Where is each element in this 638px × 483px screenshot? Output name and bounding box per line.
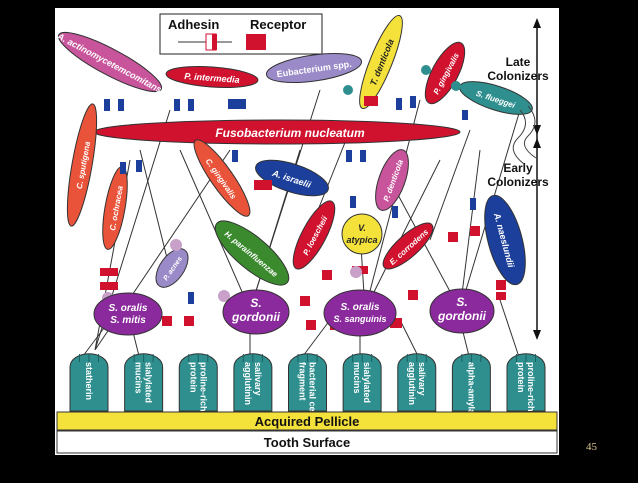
receptor-shape — [124, 353, 164, 412]
svg-text:gordonii: gordonii — [437, 309, 487, 323]
receptor-shape — [178, 353, 218, 412]
receptor-label: salivaryagglutinin — [243, 362, 263, 405]
receptor-label: sialylatedmucins — [134, 362, 154, 403]
axis-arrow-mid-up-icon — [533, 138, 541, 148]
svg-text:S. oralis: S. oralis — [109, 303, 148, 314]
receptor-column: salivaryagglutinin — [397, 353, 437, 412]
receptor-column: sialylatedmucins — [342, 353, 382, 412]
bacteria-early: S. oralis S. mitis S. gordonii S. oralis… — [93, 288, 495, 337]
legend: Adhesin Receptor — [159, 13, 323, 55]
early-label-1: Early — [503, 161, 533, 175]
receptor-label: proline-richprotein — [188, 362, 208, 412]
receptor-shape — [451, 353, 491, 412]
svg-text:V.: V. — [358, 223, 366, 233]
a-israelii: A. israelii — [255, 159, 329, 197]
s-oralis-s-mitis: S. oralis S. mitis — [93, 292, 163, 336]
p-denticola: P. denticola — [375, 149, 409, 211]
s-gordonii-1: S. gordonii — [222, 289, 290, 335]
receptor-label: salivaryagglutinin — [407, 362, 427, 405]
receptor-column: salivaryagglutinin — [233, 353, 273, 412]
svg-text:S. mitis: S. mitis — [110, 315, 146, 326]
acquired-pellicle-label: Acquired Pellicle — [255, 414, 360, 429]
receptor-column: alpha-amylase — [451, 353, 491, 424]
s-flueggei: S. flueggei — [459, 81, 533, 115]
receptor-column: proline-richprotein — [506, 353, 546, 412]
receptor-column: sialylatedmucins — [124, 353, 164, 412]
colonizer-axis: Late Colonizers Early Colonizers — [487, 18, 549, 340]
s-gordonii-2: S. gordonii — [429, 288, 495, 334]
legend-adhesin-label: Adhesin — [168, 17, 219, 32]
flagella — [512, 105, 537, 165]
svg-text:S. sanguinis: S. sanguinis — [333, 314, 386, 324]
svg-text:S.: S. — [456, 295, 467, 309]
axis-arrow-top-icon — [533, 18, 541, 28]
svg-text:P. intermedia: P. intermedia — [184, 71, 240, 85]
v-atypica: V. atypica — [341, 213, 383, 255]
legend-box — [159, 13, 323, 55]
axis-arrow-mid-down-icon — [533, 125, 541, 135]
p-acnes: P. acnes — [155, 248, 189, 288]
p-intermedia: P. intermedia — [165, 66, 259, 88]
axis-arrow-bottom-icon — [533, 330, 541, 340]
svg-text:S. oralis: S. oralis — [341, 302, 380, 313]
pellicle-receptors: statherin sialylatedmucins proline-richpro… — [69, 353, 546, 424]
receptor-shape — [69, 353, 109, 412]
eubacterium-spp: Eubacterium spp. — [265, 52, 363, 84]
receptor-label: alpha-amylase — [466, 362, 476, 424]
receptor-column: proline-richprotein — [178, 353, 218, 412]
tooth-surface-band — [56, 430, 558, 454]
svg-text:S.: S. — [250, 296, 261, 310]
late-label-2: Colonizers — [487, 69, 549, 83]
receptor-column: statherin — [69, 353, 109, 412]
c-sputigena: C. sputigena — [66, 103, 98, 227]
receptor-shape — [506, 353, 546, 412]
s-oralis-s-sanguinis: S. oralis S. sanguinis — [323, 289, 397, 337]
receptor-label: sialylatedmucins — [352, 362, 372, 403]
receptor-label: bacterial cellfragment — [298, 362, 318, 417]
tooth-surface-label: Tooth Surface — [264, 435, 350, 450]
legend-adhesin-swatch-fill — [212, 34, 217, 50]
svg-text:gordonii: gordonii — [231, 310, 281, 324]
receptor-label: proline-richprotein — [516, 362, 536, 412]
receptor-shape — [342, 353, 382, 412]
late-label-1: Late — [506, 55, 531, 69]
svg-text:Fusobacterium nucleatum: Fusobacterium nucleatum — [215, 126, 365, 140]
receptor-label: statherin — [84, 362, 94, 400]
slide-number: 45 — [586, 441, 597, 453]
acquired-pellicle-band — [56, 411, 558, 431]
early-label-2: Colonizers — [487, 175, 549, 189]
a-naeslundii: A. naeslundii — [484, 194, 526, 286]
fusobacterium-nucleatum: Fusobacterium nucleatum — [93, 119, 461, 145]
svg-text:atypica: atypica — [346, 235, 377, 245]
receptor-column: bacterial cellfragment — [288, 353, 327, 417]
bacteria-late: A. actinomycetemcomitans P. intermedia E… — [55, 14, 537, 165]
receptor-shape — [397, 353, 437, 412]
legend-receptor-swatch — [246, 34, 266, 50]
receptor-shape — [233, 353, 273, 412]
receptor-shape — [288, 353, 327, 412]
legend-receptor-label: Receptor — [250, 17, 306, 32]
